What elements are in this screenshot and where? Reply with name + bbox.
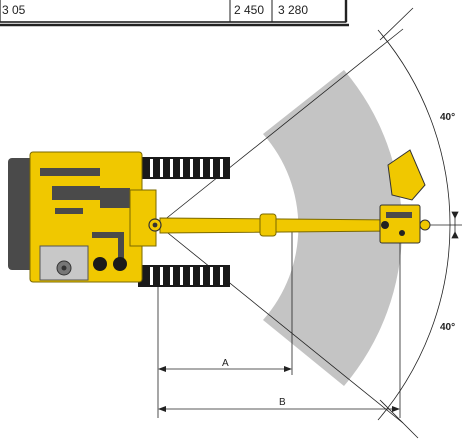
table-cell-partial: 3 05 xyxy=(2,3,26,17)
boom xyxy=(148,213,396,237)
dim-a-arrow-left xyxy=(158,366,166,372)
angle-label-upper: 40° xyxy=(440,112,455,123)
dimension-lines xyxy=(157,230,401,418)
rig-carrier xyxy=(8,151,157,283)
dim-b-arrow-left xyxy=(158,406,166,412)
table-cell-b: 3 280 xyxy=(278,3,308,17)
angle-label-lower: 40° xyxy=(440,322,455,333)
track-lower xyxy=(138,265,230,287)
ray-extension-upper xyxy=(379,7,414,41)
table-cell-a: 2 450 xyxy=(234,3,264,17)
ray-extension-lower xyxy=(379,399,419,439)
dim-a-arrow-right xyxy=(284,366,292,372)
dimension-a-label: A xyxy=(222,358,229,369)
spec-table: 3 05 2 450 3 280 xyxy=(0,0,349,27)
dim-b-arrow-right xyxy=(392,406,400,412)
track-upper xyxy=(138,157,230,179)
drill-head xyxy=(379,149,431,244)
dimension-b-label: B xyxy=(279,397,286,408)
angle-markers xyxy=(440,211,462,239)
